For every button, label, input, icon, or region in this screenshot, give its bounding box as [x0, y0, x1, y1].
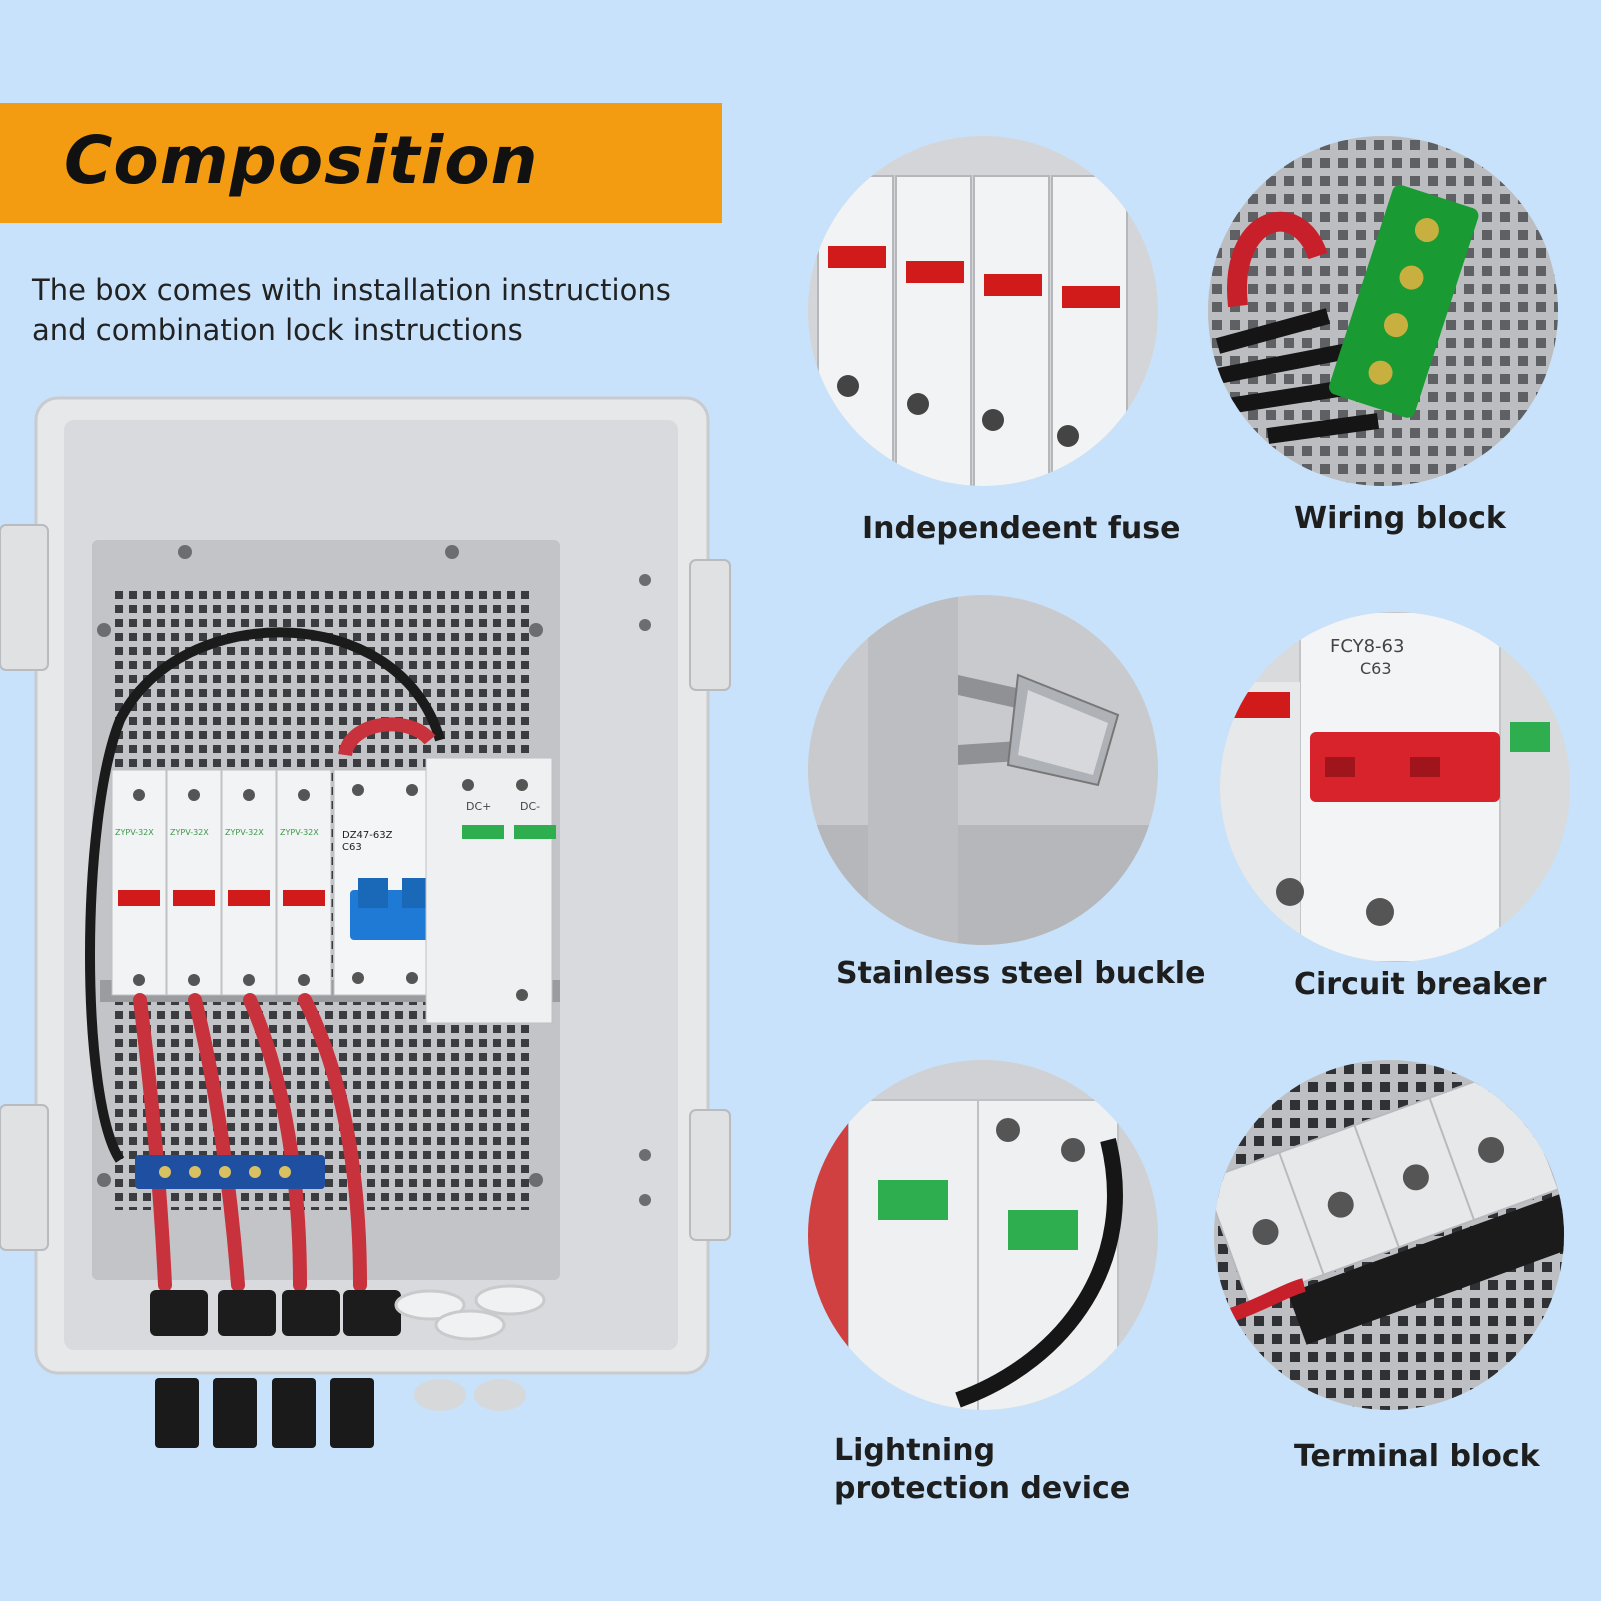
fuse-model-3: ZYPV-32X: [225, 828, 264, 837]
spd-positive-label: DC+: [466, 800, 491, 813]
fuse-icon: [808, 136, 1158, 486]
intro-line-1: The box comes with installation instruct…: [32, 273, 671, 307]
circuit-breaker-closeup: FCY8-63 C63: [1220, 612, 1570, 962]
feature-label-terminal-block: Terminal block: [1294, 1439, 1540, 1474]
fuse-model-4: ZYPV-32X: [280, 828, 319, 837]
buckle-closeup: [808, 595, 1158, 945]
feature-label-wiring-block: Wiring block: [1294, 501, 1506, 536]
intro-text: The box comes with installation instruct…: [32, 270, 732, 350]
page-title: Composition: [64, 122, 539, 199]
buckle-icon: [808, 595, 1158, 945]
feature-label-circuit-breaker: Circuit breaker: [1294, 967, 1547, 1002]
feature-label-buckle: Stainless steel buckle: [836, 956, 1206, 991]
lightning-protection-icon: [808, 1060, 1158, 1410]
terminal-block-icon: [1214, 1060, 1564, 1410]
breaker-closeup-model: FCY8-63: [1330, 636, 1404, 657]
fuse-model-1: ZYPV-32X: [115, 828, 154, 837]
intro-line-2: and combination lock instructions: [32, 313, 523, 347]
wiring-block-closeup: [1208, 136, 1558, 486]
circuit-breaker-icon: FCY8-63 C63: [1220, 612, 1570, 962]
terminal-block-closeup: [1214, 1060, 1564, 1410]
feature-label-fuse: Independeent fuse: [862, 511, 1181, 546]
spd-negative-label: DC-: [520, 800, 540, 813]
breaker-rating: C63: [342, 842, 362, 853]
feature-label-lightning-protection: Lightning protection device: [834, 1433, 1131, 1506]
title-banner: [0, 103, 722, 223]
combiner-box-photo: ZYPV-32X ZYPV-32X ZYPV-32X ZYPV-32X DZ47…: [0, 396, 731, 1448]
wiring-block-icon: [1208, 136, 1558, 486]
fuse-model-2: ZYPV-32X: [170, 828, 209, 837]
breaker-closeup-rating: C63: [1360, 659, 1392, 678]
lightning-protection-closeup: [808, 1060, 1158, 1410]
fuse-closeup: [808, 136, 1158, 486]
breaker-model: DZ47-63Z: [342, 830, 393, 841]
